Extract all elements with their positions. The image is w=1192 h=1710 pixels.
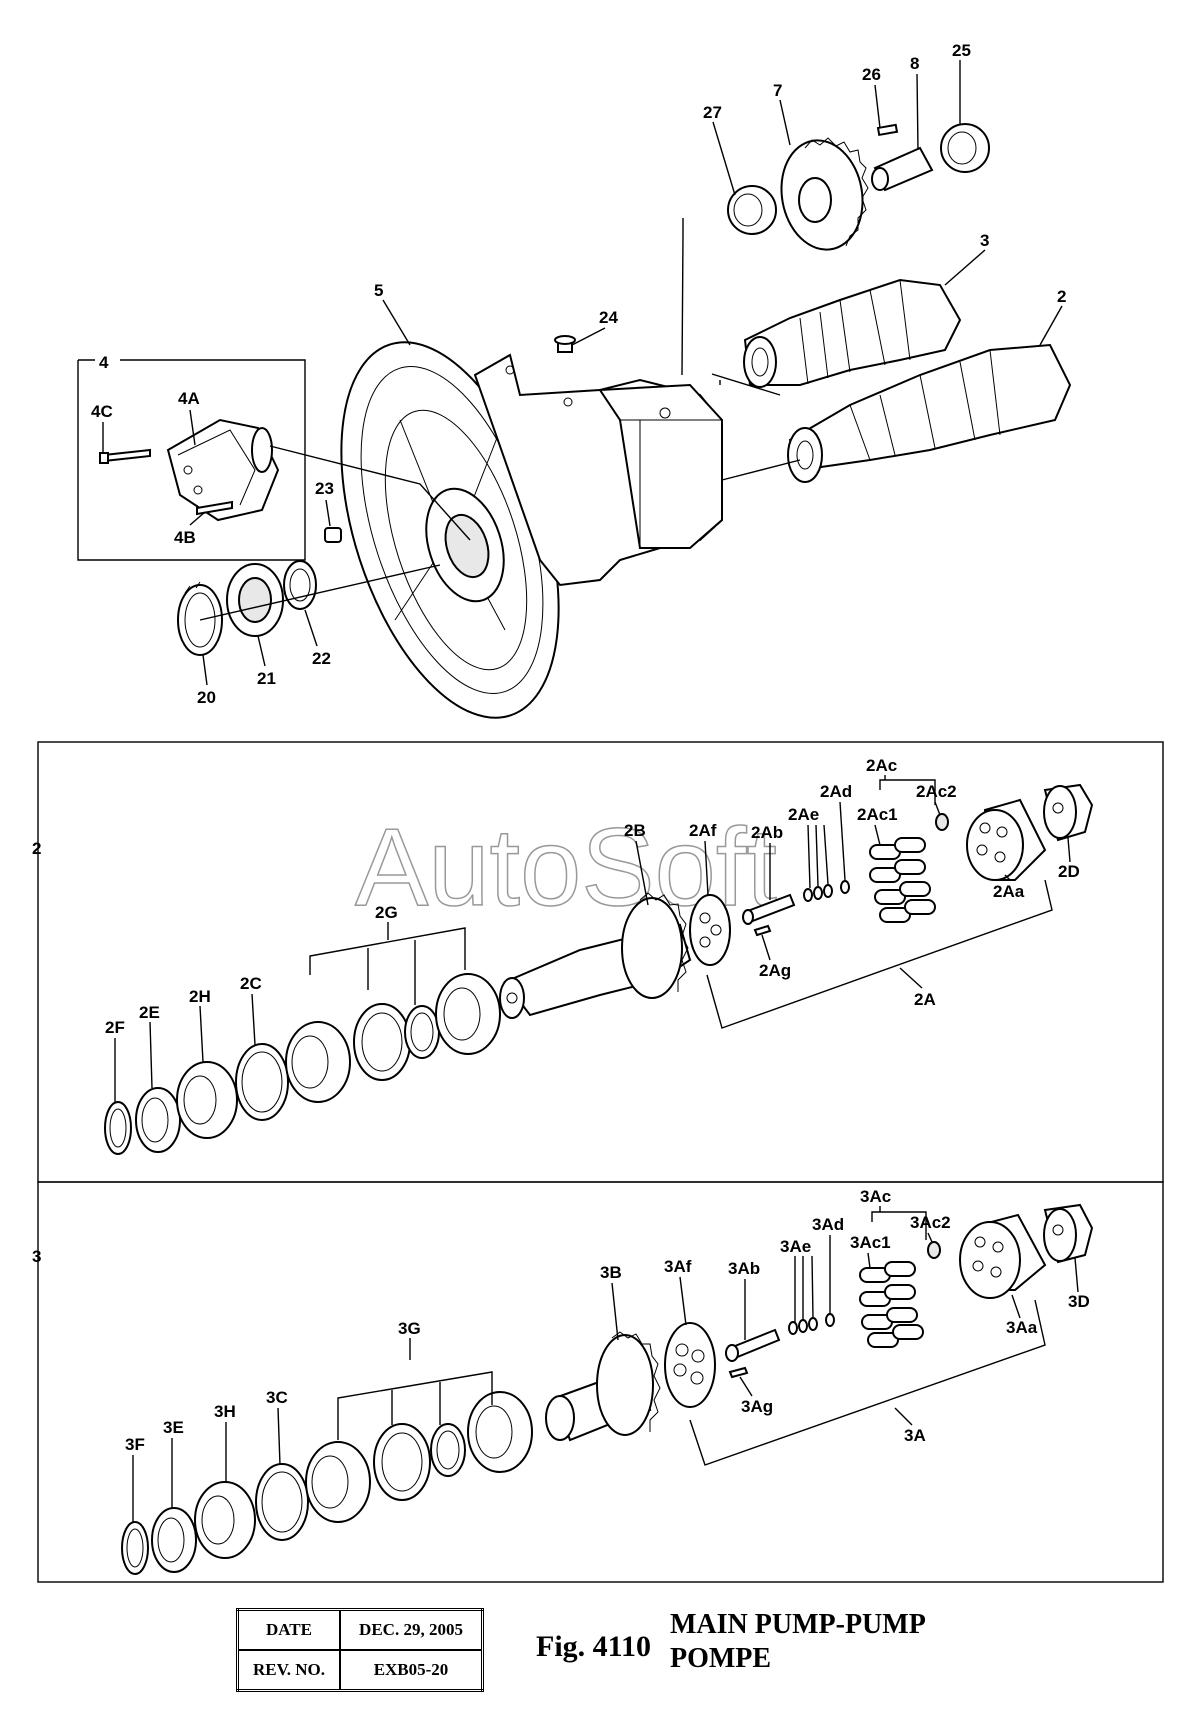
callout: 24 <box>599 308 618 327</box>
callout: 2Ad <box>820 782 852 801</box>
callout: 2H <box>189 987 211 1006</box>
callout: 3Aa <box>1006 1318 1038 1337</box>
callout: 25 <box>952 41 971 60</box>
top-callouts: 27 7 26 8 25 3 2 5 24 4 4A 4C 4B 23 20 2… <box>91 41 1066 707</box>
callout: 3Ae <box>780 1237 811 1256</box>
callout: 2Ac1 <box>857 805 898 824</box>
callout: 2Ag <box>759 961 791 980</box>
callout: 2Ac <box>866 756 897 775</box>
callout: 4 <box>99 353 109 372</box>
callout: 3 <box>980 231 989 250</box>
callout: 3D <box>1068 1292 1090 1311</box>
callout: 2E <box>139 1003 160 1022</box>
callout: 4A <box>178 389 200 408</box>
date-value: DEC. 29, 2005 <box>339 1608 484 1651</box>
callout: 3Ag <box>741 1397 773 1416</box>
callout: 3Af <box>664 1257 692 1276</box>
footer: DATE DEC. 29, 2005 REV. NO. EXB05-20 Fig… <box>236 1608 1036 1698</box>
figure-number: Fig. 4110 <box>536 1630 652 1663</box>
callout: 3Ac1 <box>850 1233 891 1252</box>
callout: 3C <box>266 1388 288 1407</box>
revision-table: DATE DEC. 29, 2005 REV. NO. EXB05-20 <box>236 1608 484 1692</box>
callout: 20 <box>197 688 216 707</box>
title-line-1: MAIN PUMP-PUMP <box>670 1609 926 1640</box>
panel-label: 2 <box>32 839 41 858</box>
callout: 21 <box>257 669 276 688</box>
rev-label: REV. NO. <box>236 1649 341 1692</box>
callout: 4C <box>91 402 113 421</box>
callout: 3F <box>125 1435 145 1454</box>
callout: 2B <box>624 821 646 840</box>
callout: 2Aa <box>993 882 1025 901</box>
callout: 8 <box>910 54 919 73</box>
callout: 3Ac <box>860 1187 891 1206</box>
callout: 3A <box>904 1426 926 1445</box>
callout: 2 <box>1057 287 1066 306</box>
callout: 3H <box>214 1402 236 1421</box>
callout: 2F <box>105 1018 125 1037</box>
callout: 3E <box>163 1418 184 1437</box>
callout: 2C <box>240 974 262 993</box>
date-label: DATE <box>236 1608 341 1651</box>
callout: 2A <box>914 990 936 1009</box>
callout: 2D <box>1058 862 1080 881</box>
callout: 2Af <box>689 821 717 840</box>
callout: 2Ae <box>788 805 819 824</box>
callout: 2Ac2 <box>916 782 957 801</box>
panel-3: 3 <box>32 1181 1164 1583</box>
callout: 27 <box>703 103 722 122</box>
callout: 2Ab <box>751 823 783 842</box>
top-assembly <box>77 123 1072 719</box>
rev-value: EXB05-20 <box>339 1649 484 1692</box>
panel-3-callouts: 3Ac 3Ad 3Ac2 3Ae 3Ac1 3B 3Af 3Ab 3D 3G 3… <box>125 1187 1090 1522</box>
callout: 3B <box>600 1263 622 1282</box>
callout: 26 <box>862 65 881 84</box>
callout: 5 <box>374 281 383 300</box>
callout: 3Ac2 <box>910 1213 951 1232</box>
callout: 4B <box>174 528 196 547</box>
panel-2: 2 <box>32 741 1164 1183</box>
callout: 3Ad <box>812 1215 844 1234</box>
panel-label: 3 <box>32 1247 41 1266</box>
callout: 22 <box>312 649 331 668</box>
panel-2-callouts: 2Ac 2Ad 2Ac2 2Ae 2Ac1 2B 2Af 2Ab 2D 2Aa … <box>105 756 1080 1102</box>
figure-title: MAIN PUMP-PUMP POMPE <box>670 1608 926 1676</box>
callout: 3Ab <box>728 1259 760 1278</box>
callout: 2G <box>375 903 398 922</box>
callout: 3G <box>398 1319 421 1338</box>
callout: 7 <box>773 81 782 100</box>
title-line-2: POMPE <box>670 1643 772 1674</box>
callout: 23 <box>315 479 334 498</box>
